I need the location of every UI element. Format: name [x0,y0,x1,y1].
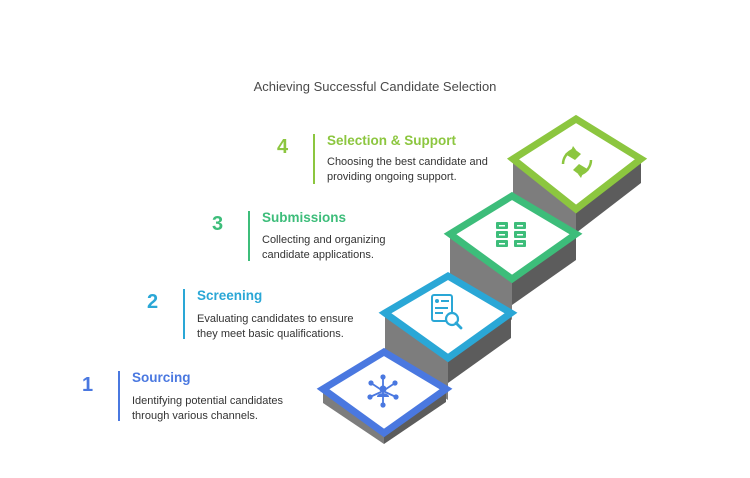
step-3-title: Submissions [262,210,347,225]
step-3-description-line-2: candidate applications. [262,248,374,261]
step-1-description-line-2: through various channels. [132,409,258,422]
step-3-accent-bar [248,211,250,261]
stair-step-2 [378,271,518,400]
document-search-icon [431,294,463,330]
organize-files-icon [496,222,526,247]
step-2-title: Screening [197,288,263,303]
step-1-accent-bar [118,371,120,421]
step-4-title: Selection & Support [327,133,457,148]
step-3-number: 3 [212,213,224,235]
step-2-description-line-2: they meet basic qualifications. [197,327,344,340]
step-1-description-line-1: Identifying potential candidates [132,395,284,407]
step-2-description: Evaluating candidates to ensure they mee… [197,312,354,341]
step-1-description: Identifying potential candidates through… [132,394,283,423]
step-4-description-line-1: Choosing the best candidate and [327,156,488,168]
step-4-description-line-2: providing ongoing support. [327,170,457,183]
stair-step-2-front [448,313,511,383]
stair-step-3-side [450,234,512,320]
stair-step-4-front [576,159,641,233]
step-4-number: 4 [277,136,289,158]
handshake-icon [561,146,593,178]
stair-step-4-top [506,114,648,214]
step-3-description-line-1: Collecting and organizing [262,234,386,246]
step-2-accent-bar [183,289,185,339]
stair-step-3-top [443,191,583,284]
stair-step-3-front [512,234,576,305]
network-people-icon [367,374,399,408]
stair-step-1 [316,347,453,444]
step-2-number: 2 [147,291,159,313]
step-3-description: Collecting and organizing candidate appl… [262,233,386,262]
step-4-accent-bar [313,134,315,184]
step-4-description: Choosing the best candidate and providin… [327,155,488,184]
step-2-description-line-1: Evaluating candidates to ensure [197,313,354,325]
step-1-title: Sourcing [132,370,191,385]
diagram-title: Achieving Successful Candidate Selection [253,79,497,94]
stair-step-3 [443,191,583,320]
step-1-number: 1 [82,374,94,396]
